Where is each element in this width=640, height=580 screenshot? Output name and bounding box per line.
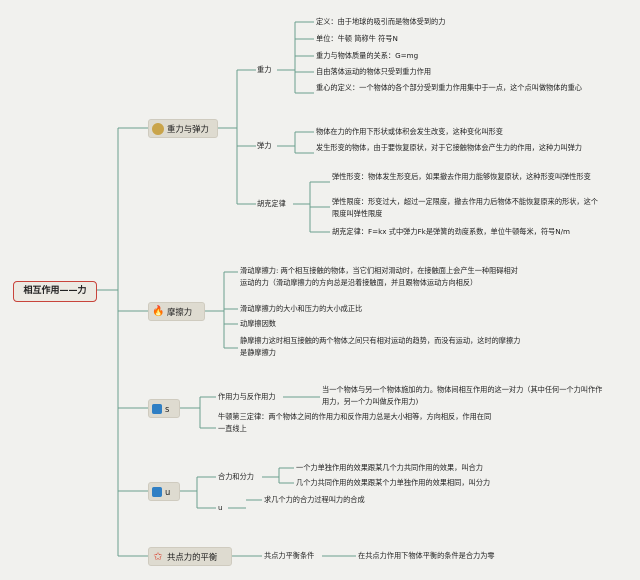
branch-gravity-elastic[interactable]: 重力与弹力: [148, 119, 218, 138]
star-icon: ✩: [153, 549, 163, 563]
elastic-item[interactable]: 发生形变的物体，由于要恢复原状，对于它接触物体会产生力的作用，这种力叫弹力: [316, 143, 582, 152]
blue-square-icon: [152, 403, 162, 414]
branch-title: 共点力的平衡: [167, 552, 218, 562]
composition-detail[interactable]: 求几个力的合力过程叫力的合成: [264, 495, 365, 504]
hooke-item[interactable]: 弹性形变：物体发生形变后，如果撤去作用力能够恢复原状，这种形变叫弹性形变: [332, 172, 591, 181]
node-equilibrium-condition[interactable]: 共点力平衡条件: [264, 551, 315, 560]
root-node[interactable]: 相互作用——力: [13, 281, 97, 302]
branch-action-reaction[interactable]: s: [148, 399, 180, 418]
gravity-item[interactable]: 重心的定义：一个物体的各个部分受到重力作用集中于一点，这个点叫做物体的重心: [316, 83, 582, 92]
node-resultant[interactable]: 合力和分力: [218, 472, 254, 481]
node-u[interactable]: u: [218, 503, 223, 512]
gravity-item[interactable]: 自由落体运动的物体只受到重力作用: [316, 67, 432, 76]
branch-title: 重力与弹力: [167, 124, 209, 134]
hooke-item[interactable]: 胡克定律：F=kx 式中弹力Fk是弹簧的劲度系数，单位牛顿每米，符号N/m: [332, 227, 571, 236]
action-reaction-detail[interactable]: 当一个物体与另一个物体施加的力。物体间相互作用的这一对力（其中任何一个力叫作作用…: [322, 385, 603, 406]
newton-third-law[interactable]: 牛顿第三定律：两个物体之间的作用力和反作用力总是大小相等，方向相反，作用在同一直…: [218, 412, 492, 433]
gravity-item[interactable]: 单位：牛顿 简称牛 符号N: [316, 34, 398, 43]
resultant-item[interactable]: 几个力共同作用的效果跟某个力单独作用的效果相同，叫分力: [296, 478, 491, 487]
friction-item[interactable]: 滑动摩擦力的大小和压力的大小成正比: [240, 304, 363, 313]
friction-item[interactable]: 静摩擦力这时相互接触的两个物体之间只有相对运动的趋势，而没有运动，这时的摩擦力是…: [240, 336, 521, 357]
coin-icon: [152, 122, 164, 135]
branch-composition[interactable]: u: [148, 482, 180, 501]
friction-item[interactable]: 动摩擦因数: [240, 319, 276, 328]
node-hooke[interactable]: 胡克定律: [257, 199, 286, 208]
branch-title: s: [165, 404, 170, 414]
gravity-item[interactable]: 定义：由于地球的吸引而是物体受到的力: [316, 17, 446, 26]
fire-icon: 🔥: [152, 305, 165, 317]
elastic-item[interactable]: 物体在力的作用下形状或体积会发生改变，这种变化叫形变: [316, 127, 503, 136]
branch-title: 摩擦力: [167, 307, 193, 317]
branch-equilibrium[interactable]: ✩ 共点力的平衡: [148, 547, 232, 566]
blue-square-icon: [152, 486, 162, 497]
branch-friction[interactable]: 🔥摩擦力: [148, 302, 205, 321]
gravity-item[interactable]: 重力与物体质量的关系：G=mg: [316, 51, 419, 60]
hooke-item[interactable]: 弹性限度：形变过大，超过一定限度，撤去作用力后物体不能恢复原来的形状，这个限度叫…: [332, 197, 598, 218]
node-gravity[interactable]: 重力: [257, 65, 272, 74]
node-elastic[interactable]: 弹力: [257, 141, 272, 150]
node-action-reaction[interactable]: 作用力与反作用力: [218, 392, 276, 401]
branch-title: u: [165, 487, 171, 497]
resultant-item[interactable]: 一个力单独作用的效果跟某几个力共同作用的效果，叫合力: [296, 463, 483, 472]
equilibrium-detail[interactable]: 在共点力作用下物体平衡的条件是合力为零: [358, 551, 495, 560]
friction-item[interactable]: 滑动摩擦力: 两个相互接触的物体，当它们相对滑动时，在接触面上会产生一种阻碍相对…: [240, 266, 518, 287]
